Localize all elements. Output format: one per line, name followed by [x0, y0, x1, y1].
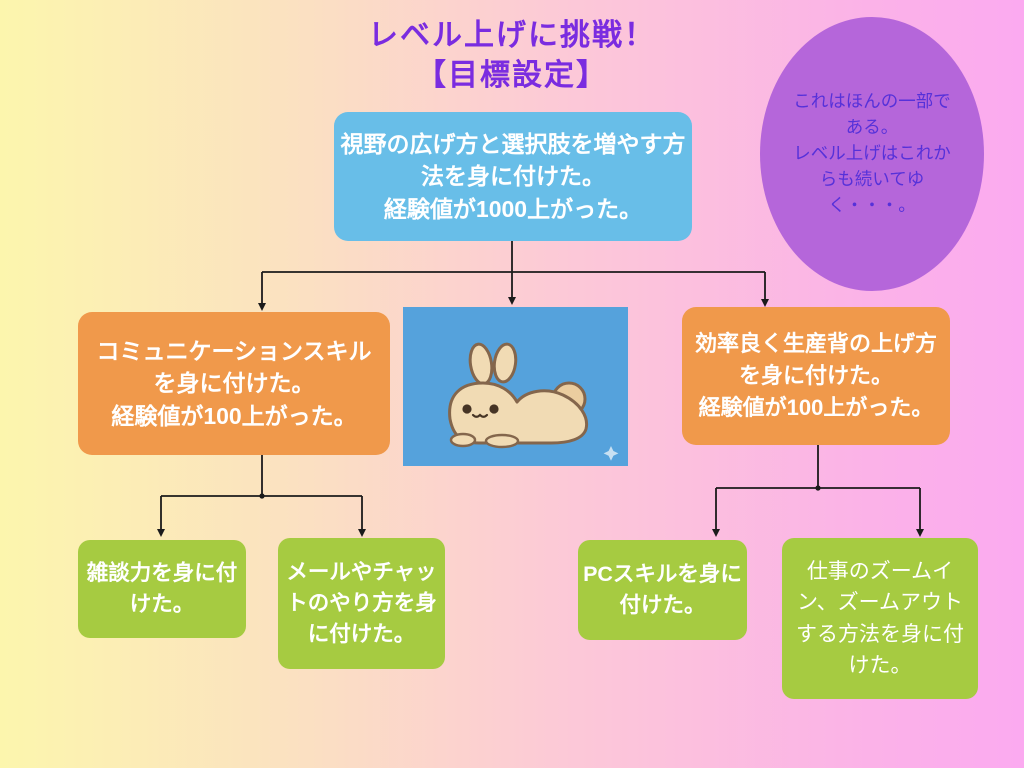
leaf-node-email-chat: メールやチャッ トのやり方を身 に付けた。	[278, 538, 445, 669]
branch-communication-text: コミュニケーションスキル を身に付けた。 経験値が100上がった。	[96, 337, 372, 429]
page-title: レベル上げに挑戦！ 【目標設定】	[368, 19, 656, 92]
bunny-illustration	[403, 307, 628, 466]
bunny-eye-left	[462, 404, 472, 414]
leaf-node-small-talk: 雑談力を身に付 けた。	[78, 540, 246, 638]
branch-node-communication: コミュニケーションスキル を身に付けた。 経験値が100上がった。	[78, 312, 390, 455]
bunny-mouth	[471, 413, 489, 418]
leaf-pc-skill-text: PCスキルを身に 付けた。	[583, 561, 742, 617]
bunny-eye-right	[489, 404, 499, 414]
branch-node-productivity: 効率良く生産背の上げ方 を身に付けた。 経験値が100上がった。	[682, 307, 950, 445]
leaf-node-pc-skill: PCスキルを身に 付けた。	[578, 540, 747, 640]
leaf-email-chat-text: メールやチャッ トのやり方を身 に付けた。	[286, 559, 437, 647]
bunny-ear-right	[492, 342, 518, 384]
leaf-node-zoom-in-out: 仕事のズームイ ン、ズームアウト する方法を身に付 けた。	[782, 538, 978, 699]
bunny-paw-right	[484, 433, 520, 449]
bunny-image	[403, 307, 628, 466]
sparkle-icon	[603, 446, 619, 461]
root-node: 視野の広げ方と選択肢を増やす方 法を身に付けた。 経験値が1000上がった。	[334, 112, 692, 241]
side-note-ellipse: これはほんの一部で ある。 レベル上げはこれか らも続いてゆ く・・・。	[760, 17, 984, 291]
leaf-small-talk-text: 雑談力を身に付 けた。	[86, 560, 238, 616]
bunny-paw-left	[449, 432, 477, 448]
side-note-text: これはほんの一部で ある。 レベル上げはこれか らも続いてゆ く・・・。	[793, 91, 951, 215]
root-node-text: 視野の広げ方と選択肢を増やす方 法を身に付けた。 経験値が1000上がった。	[340, 131, 686, 222]
branch-productivity-text: 効率良く生産背の上げ方 を身に付けた。 経験値が100上がった。	[694, 331, 937, 420]
leaf-zoom-in-out-text: 仕事のズームイ ン、ズームアウト する方法を身に付 けた。	[796, 559, 964, 678]
